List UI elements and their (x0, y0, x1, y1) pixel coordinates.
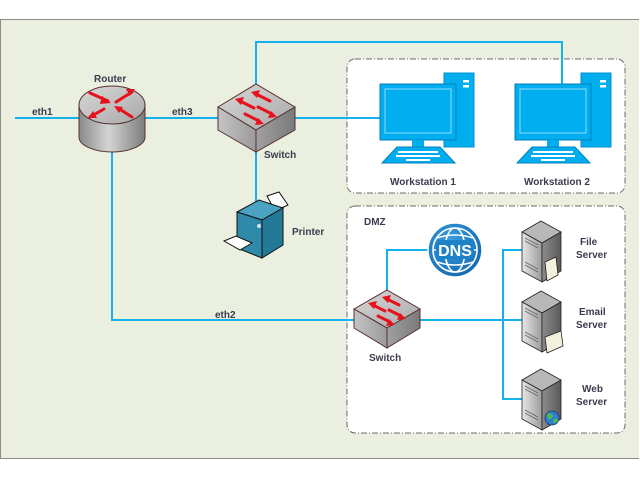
file-server-icon (521, 220, 562, 283)
workstation-2-label: Workstation 2 (524, 177, 590, 188)
workstation-1-label: Workstation 1 (390, 177, 456, 188)
printer[interactable]: Printer (222, 191, 324, 259)
dns-server[interactable]: DNS (427, 222, 483, 278)
workstation-2[interactable]: Workstation 2 (514, 72, 612, 188)
workstation-1[interactable]: Workstation 1 (379, 72, 475, 188)
link-label-eth1: eth1 (32, 107, 53, 118)
switch-icon (352, 289, 422, 349)
web-server-label-2: Server (576, 397, 607, 408)
printer-icon (222, 191, 289, 259)
email-server-icon (521, 290, 564, 354)
switch-dmz[interactable]: Switch (352, 289, 422, 364)
router-label: Router (94, 74, 126, 85)
router[interactable]: Router (78, 74, 146, 153)
dns-label: DNS (438, 243, 472, 260)
link-file-server[interactable] (502, 249, 522, 400)
dmz-zone-label: DMZ (364, 217, 386, 228)
file-server[interactable]: File Server (521, 220, 607, 283)
switch-dmz-label: Switch (369, 353, 401, 364)
file-server-label-2: Server (576, 250, 607, 261)
switch-main[interactable]: Switch (217, 83, 296, 161)
email-server-label-1: Email (579, 307, 606, 318)
email-server[interactable]: Email Server (521, 290, 607, 354)
link-switch-ws2[interactable] (255, 41, 563, 90)
globe-icon (544, 410, 560, 426)
web-server-icon (521, 368, 562, 431)
web-server-label-1: Web (582, 384, 603, 395)
web-server[interactable]: Web Server (521, 368, 607, 431)
switch-main-label: Switch (264, 150, 296, 161)
switch-icon (217, 83, 296, 153)
dns-globe-icon: DNS (427, 222, 483, 278)
workstation-icon (514, 72, 612, 164)
link-eth2[interactable] (111, 152, 356, 321)
links (15, 41, 563, 400)
file-server-label-1: File (580, 237, 598, 248)
router-icon (78, 85, 146, 153)
link-label-eth3: eth3 (172, 107, 193, 118)
workstation-icon (379, 72, 475, 164)
link-label-eth2: eth2 (215, 310, 236, 321)
printer-label: Printer (292, 227, 324, 238)
email-server-label-2: Server (576, 320, 607, 331)
link-dmzswitch-dns[interactable] (386, 249, 430, 296)
